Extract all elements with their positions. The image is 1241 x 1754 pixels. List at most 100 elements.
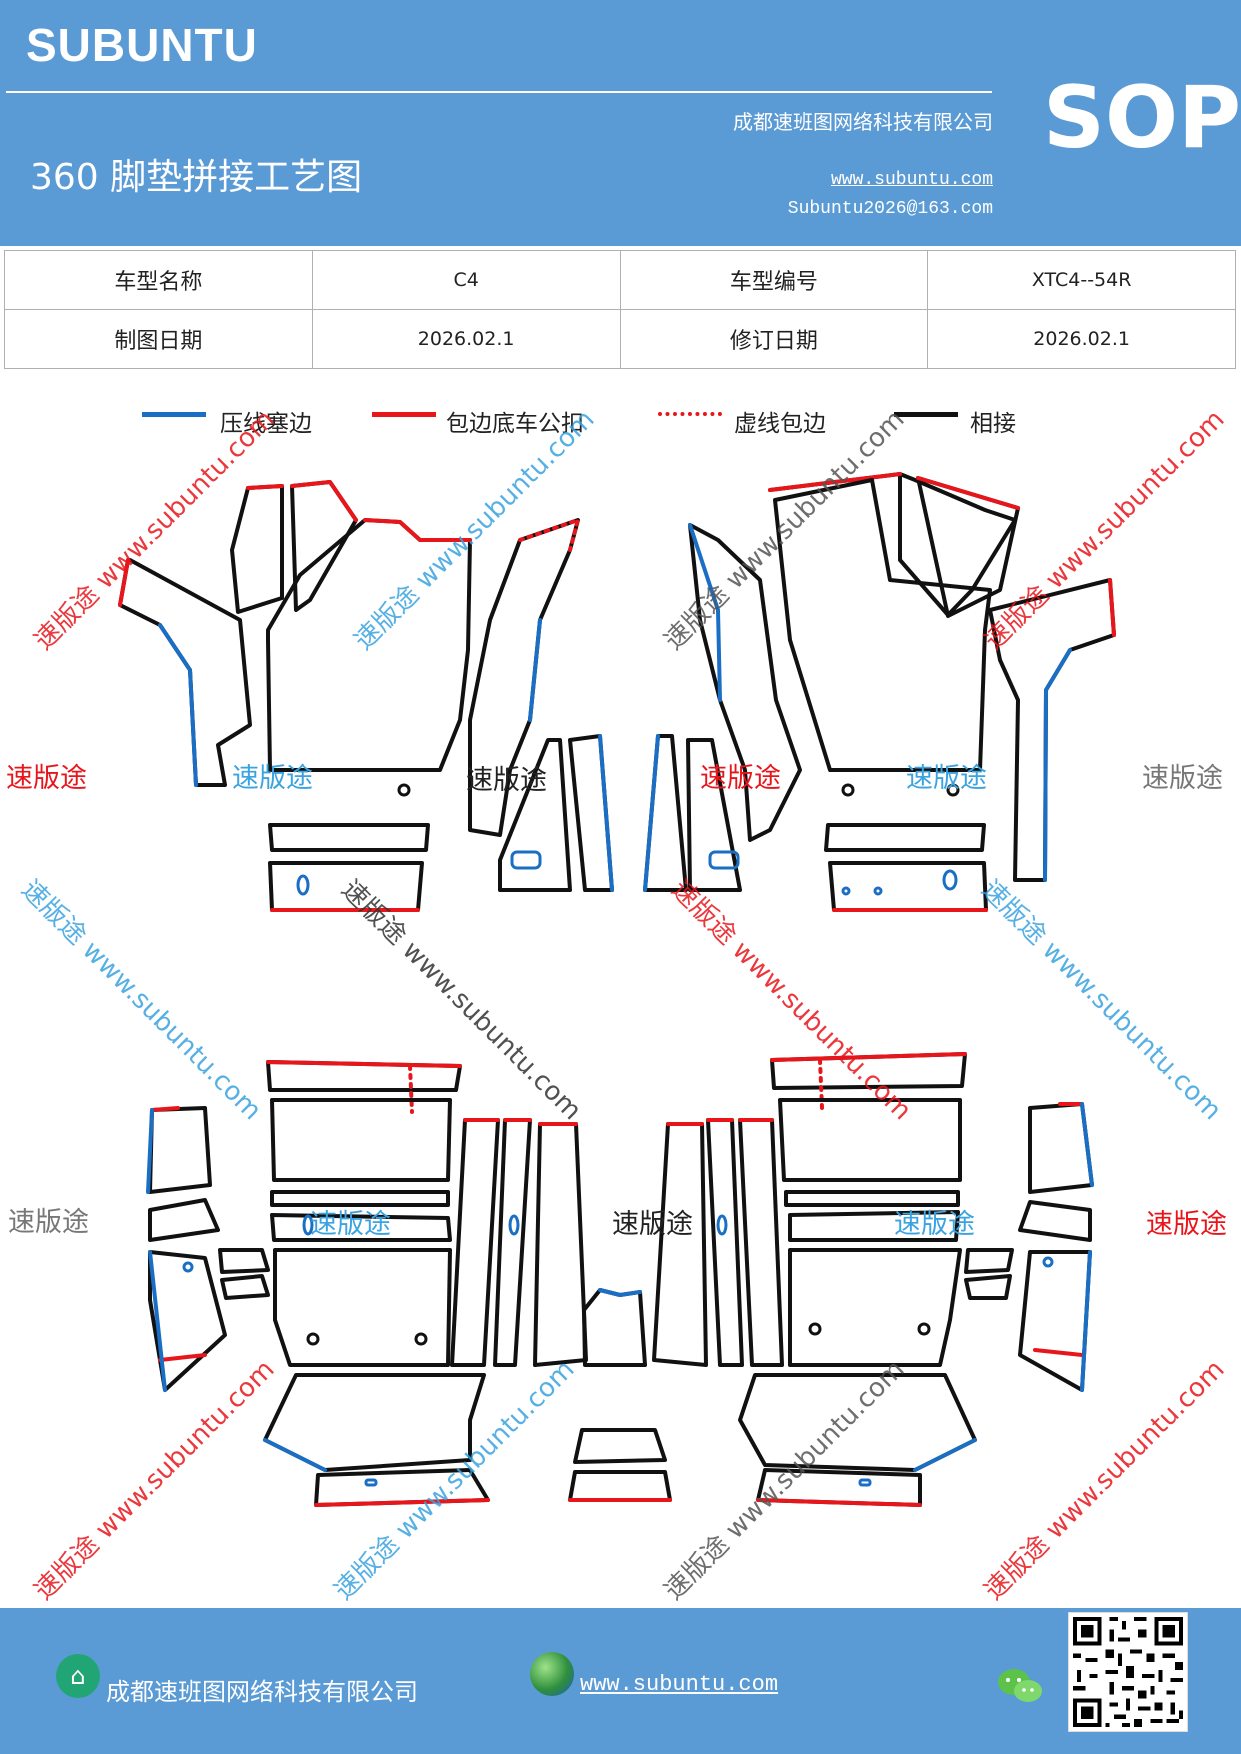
mat-piece (148, 1250, 227, 1392)
legend-label: 虚线包边 (734, 411, 826, 437)
mat-piece (270, 1213, 452, 1242)
mat-edge-red (150, 1106, 180, 1112)
draw-date-label: 制图日期 (4, 309, 313, 369)
watermark-brand: 速版途 (700, 763, 781, 794)
mat-slot (510, 850, 542, 870)
legend-swatch-red (372, 412, 436, 417)
watermark-brand: 速版途 (8, 1207, 89, 1238)
email-address[interactable]: Subuntu2026@163.com (787, 199, 993, 219)
footer-company-name: 成都速班图网络科技有限公司 (106, 1678, 418, 1706)
mat-piece (582, 1288, 647, 1367)
company-name: 成都速班图网络科技有限公司 (733, 110, 993, 134)
brand-logo-text: SUBUNTU (26, 19, 258, 71)
footer-website-link[interactable]: www.subuntu.com (580, 1672, 779, 1697)
mat-edge-blue (263, 1438, 327, 1472)
mat-piece (568, 1470, 672, 1502)
watermark-brand: 速版途 (466, 765, 547, 796)
mat-hole (917, 1322, 931, 1336)
mat-group-top-left (118, 480, 614, 912)
watermark-brand: 速版途 (6, 763, 87, 794)
wechat-icon[interactable] (996, 1666, 1044, 1706)
sop-badge: SOP (1043, 68, 1241, 168)
globe-icon (530, 1652, 574, 1696)
mat-hole (946, 783, 960, 797)
mat-group-top-right (643, 472, 1116, 912)
table-row: 制图日期 2026.02.1 修订日期 2026.02.1 (4, 309, 1236, 369)
mat-edge-blue (1080, 1250, 1092, 1392)
mat-piece (824, 823, 986, 852)
revise-date-value: 2026.02.1 (927, 309, 1236, 369)
floor-mat-diagram (118, 472, 1116, 1507)
mat-piece (652, 1122, 708, 1367)
mat-edge-red-dotted (518, 518, 580, 552)
mat-edge-red (290, 480, 358, 522)
mat-hole (808, 1322, 822, 1336)
header: SUBUNTU 360 脚垫拼接工艺图 成都速班图网络科技有限公司 www.su… (0, 0, 1241, 246)
mat-group-bottom-right (652, 1052, 1094, 1507)
mat-piece (290, 480, 358, 612)
mat-piece (148, 1106, 212, 1194)
mat-group-bottom-left (146, 1060, 672, 1507)
mat-dot (841, 886, 851, 896)
mat-edge-blue (528, 618, 542, 722)
watermark-brand: 速版途 (1142, 763, 1223, 794)
model-code-value: XTC4--54R (927, 250, 1236, 310)
mat-piece (1018, 1200, 1092, 1242)
mat-hole (397, 783, 411, 797)
mat-edge-red (158, 1353, 207, 1362)
mat-edge-blue (688, 523, 722, 702)
mat-edge-red (314, 1498, 490, 1507)
watermark-brand: 速版途 (1146, 1209, 1227, 1240)
mat-piece (230, 484, 284, 614)
mat-hole (841, 783, 855, 797)
mat-piece (773, 478, 992, 772)
mat-slot (942, 869, 958, 891)
mat-slot (858, 1478, 872, 1487)
mat-edge-blue (598, 734, 614, 892)
draw-date-value: 2026.02.1 (311, 309, 621, 369)
mat-edge-red (756, 1498, 922, 1507)
mat-piece (498, 738, 572, 892)
mat-edge-red (916, 476, 1020, 510)
mat-slot (364, 1478, 378, 1487)
mat-edge-blue (1043, 648, 1072, 882)
mat-edge-blue (598, 1288, 642, 1297)
watermark-brand: 速版途 (612, 1209, 693, 1240)
website-link[interactable]: www.subuntu.com (830, 170, 993, 190)
legend-swatch-red-dotted (658, 412, 722, 416)
mat-piece (788, 1248, 962, 1367)
mat-edge-red (363, 518, 472, 542)
mat-piece (573, 1428, 667, 1464)
mat-slot (302, 1214, 314, 1236)
mat-edge-blue (158, 623, 198, 787)
vehicle-info-table: 车型名称 C4 车型编号 XTC4--54R 制图日期 2026.02.1 修订… (4, 250, 1236, 369)
mat-piece (493, 1118, 532, 1367)
qr-code-image (1068, 1612, 1188, 1732)
legend-label: 相接 (970, 411, 1016, 437)
mat-edge-blue (1080, 1102, 1094, 1187)
mat-piece (273, 1248, 452, 1367)
mat-piece (148, 1198, 220, 1242)
mat-slot (716, 1214, 728, 1236)
mat-edge-red (1108, 578, 1116, 637)
mat-piece (686, 738, 742, 892)
mat-piece (1018, 1250, 1092, 1392)
mat-piece (964, 1248, 1014, 1274)
mat-edge-red (768, 472, 902, 492)
mat-hole (306, 1332, 320, 1346)
model-name-value: C4 (311, 250, 621, 310)
mat-piece (688, 523, 802, 842)
mat-piece (788, 1210, 960, 1242)
mat-piece (828, 861, 988, 912)
home-icon: ⌂ (56, 1654, 100, 1698)
mat-piece (266, 518, 472, 772)
mat-dot (1042, 1256, 1054, 1268)
mat-piece (533, 1122, 588, 1367)
mat-piece (738, 1118, 784, 1367)
mat-slot (708, 850, 740, 870)
document-title: 360 脚垫拼接工艺图 (30, 157, 363, 198)
table-row: 车型名称 C4 车型编号 XTC4--54R (4, 250, 1236, 310)
mat-edge-red (246, 484, 284, 490)
mat-piece (450, 1118, 500, 1367)
mat-dot (873, 886, 883, 896)
